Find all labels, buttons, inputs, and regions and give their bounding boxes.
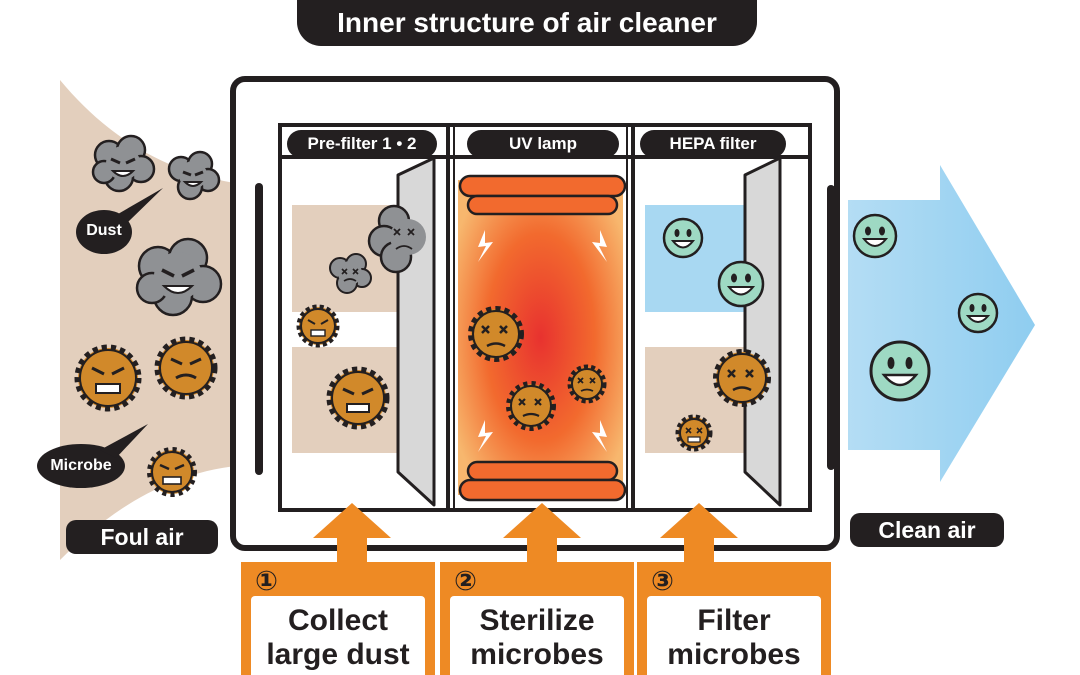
section-label-uv-lamp: UV lamp (467, 130, 619, 158)
dust-cloud-icon (329, 253, 372, 294)
microbe-icon (154, 336, 218, 400)
smiley-icon (662, 217, 704, 259)
dust-cloud-icon (367, 204, 426, 274)
microbe-icon (713, 349, 771, 407)
step-2-up-arrow (503, 503, 581, 562)
microbe-icon (147, 447, 197, 497)
microbe-icon (296, 304, 340, 348)
microbe-label: Microbe (50, 457, 112, 474)
foul-air-label: Foul air (66, 520, 218, 554)
dust-cloud-icon (167, 150, 221, 201)
hepa-panel (743, 156, 782, 507)
uv-tube-top (458, 174, 627, 198)
clean-air-label: Clean air (850, 513, 1004, 547)
step-1-number: ① (255, 566, 278, 596)
diagram-title: Inner structure of air cleaner (297, 0, 757, 46)
microbe-icon (567, 364, 607, 404)
step-1-line2: large dust (266, 638, 410, 671)
section-label-hepa-filter: HEPA filter (640, 130, 786, 158)
step-3-line2: microbes (667, 638, 801, 671)
microbe-icon (74, 344, 142, 412)
step-3-box: ③ Filter microbes (637, 562, 831, 675)
step-1-up-arrow (313, 503, 391, 562)
inlet-bar (255, 183, 263, 475)
step-2-line2: microbes (470, 638, 604, 671)
step-2-box: ② Sterilize microbes (440, 562, 634, 675)
clean-air-arrow (848, 165, 1035, 482)
outlet-bar (827, 185, 835, 470)
section-label-prefilter: Pre-filter 1 • 2 (287, 130, 437, 158)
step-3-up-arrow (660, 503, 738, 562)
dust-label: Dust (86, 222, 122, 239)
microbe-speech-bubble (37, 424, 148, 488)
step-3-card: Filter microbes (647, 596, 821, 675)
microbe-icon (468, 306, 524, 362)
step-1-card: Collect large dust (251, 596, 425, 675)
microbe-icon (326, 366, 390, 430)
smiley-icon (869, 340, 931, 402)
step-2-number: ② (454, 566, 477, 596)
smiley-icon (852, 213, 898, 259)
step-1-line1: Collect (287, 604, 389, 637)
smiley-icon (957, 292, 999, 334)
step-3-line1: Filter (697, 604, 771, 637)
microbe-icon (506, 381, 556, 431)
step-2-line1: Sterilize (479, 604, 595, 637)
dust-cloud-icon (135, 237, 223, 317)
dust-speech-bubble (76, 188, 163, 254)
step-2-card: Sterilize microbes (450, 596, 624, 675)
smiley-icon (717, 260, 765, 308)
dust-cloud-icon (91, 134, 156, 193)
step-1-box: ① Collect large dust (241, 562, 435, 675)
foul-air-stream (60, 80, 248, 560)
step-3-number: ③ (651, 566, 674, 596)
uv-tube-bottom (466, 460, 619, 482)
uv-spark-icons (478, 230, 607, 452)
microbe-icon (675, 414, 713, 452)
